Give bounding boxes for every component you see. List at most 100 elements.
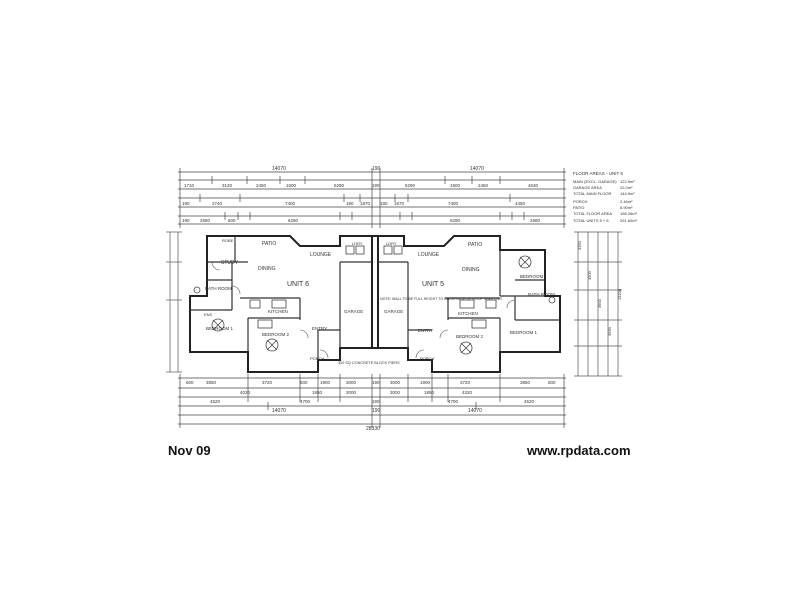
bottom-dim-overall: 28330 xyxy=(366,426,380,432)
room-patio-right: PATIO xyxy=(468,242,482,248)
room-porch-right: PORCH xyxy=(420,356,435,361)
room-bedroom1-left: BEDROOM 1 xyxy=(206,326,234,331)
room-laundry-right: LDRY xyxy=(386,241,397,246)
right-side-dimension-labels: 3350 4500 3900 3560 13200 xyxy=(577,240,622,336)
top-dim-c3: 600 xyxy=(228,218,236,223)
bottom-dim-total-right: 14070 xyxy=(468,408,482,414)
piers-note: 300 SQ CONCRETE BLOCK PIERS xyxy=(338,361,400,365)
room-bedroom2-right: BEDROOM 2 xyxy=(456,334,484,339)
areas-main-val: 122.9m² xyxy=(620,179,635,184)
bottom-dim-a18: 600 xyxy=(548,380,556,385)
areas-total-main-val: 144.9m² xyxy=(620,191,635,196)
room-robe: ROBE xyxy=(222,238,234,243)
bottom-dim-b8: 1850 xyxy=(424,390,435,395)
building-outline xyxy=(189,235,561,373)
bottom-dim-b2: 4020 xyxy=(240,390,251,395)
top-dim-c2: 2680 xyxy=(200,218,211,223)
room-kitchen-right: KITCHEN xyxy=(458,311,478,316)
top-dim-c12: 2680 xyxy=(530,218,541,223)
right-side-dimension-lines xyxy=(574,231,622,377)
areas-main: MAIN (EXCL. GARAGE) xyxy=(573,179,617,184)
door-swings xyxy=(211,261,516,359)
room-patio-left: PATIO xyxy=(262,241,276,247)
right-dim-2: 4500 xyxy=(587,270,592,280)
areas-total-main: TOTAL MAIN FLOOR xyxy=(573,191,611,196)
top-dim-party: 190 xyxy=(372,166,381,172)
areas-patio: PATIO xyxy=(573,205,584,210)
bottom-dim-b4: 1850 xyxy=(312,390,323,395)
top-dim-b8: 7400 xyxy=(448,201,459,206)
floor-area-table: FLOOR AREAS - UNIT 6 MAIN (EXCL. GARAGE)… xyxy=(573,171,638,223)
bottom-dim-a15: 3720 xyxy=(460,380,471,385)
room-dining-right: DINING xyxy=(462,267,480,273)
top-dim-half-right: 14070 xyxy=(470,166,484,172)
areas-total-floor: TOTAL FLOOR AREA xyxy=(573,211,612,216)
room-unit-6: UNIT 6 xyxy=(287,281,309,288)
room-lounge-right: LOUNGE xyxy=(418,252,440,258)
areas-total-floor-val: 156.26m² xyxy=(620,211,638,216)
areas-porch-val: 2.46m² xyxy=(620,199,633,204)
bottom-dim-c1: 4520 xyxy=(210,399,221,404)
top-dim-b4: 190 xyxy=(346,201,354,206)
top-dim-b5: 1870 xyxy=(360,201,371,206)
interior-walls xyxy=(190,236,560,360)
room-garage-right: GARAGE xyxy=(384,309,403,314)
top-dim-half-left: 14070 xyxy=(272,166,286,172)
right-dim-1: 3350 xyxy=(577,240,582,250)
top-dim-b2: 2740 xyxy=(212,201,223,206)
bottom-dim-a10: 190 xyxy=(372,380,380,385)
room-bath-right: BATH ROOM xyxy=(528,292,555,297)
top-dim-a9: 2450 xyxy=(478,183,489,188)
room-lounge-left: LOUNGE xyxy=(310,252,332,258)
right-dim-3: 3900 xyxy=(597,298,602,308)
top-dim-b7: 1870 xyxy=(394,201,405,206)
room-study: STUDY xyxy=(221,260,239,266)
top-dim-c9: 6290 xyxy=(450,218,461,223)
room-porch-left: PORCH xyxy=(310,356,325,361)
top-dim-b3: 7400 xyxy=(285,201,296,206)
bottom-dim-a7: 1900 xyxy=(320,380,331,385)
room-bedroom2-left: BEDROOM 2 xyxy=(262,332,290,337)
bottom-dim-a4: 3720 xyxy=(262,380,273,385)
bottom-dim-a11: 3000 xyxy=(390,380,401,385)
fixtures xyxy=(193,245,556,355)
bottom-dim-a5: 500 xyxy=(300,380,308,385)
bottom-dim-total-left: 14070 xyxy=(272,408,286,414)
right-dim-4: 3560 xyxy=(607,326,612,336)
areas-heading: FLOOR AREAS - UNIT 6 xyxy=(573,171,623,176)
left-side-dimension-lines xyxy=(166,231,182,373)
room-bedroom1-right: BEDROOM 1 xyxy=(510,330,538,335)
top-dim-b6: 190 xyxy=(380,201,388,206)
bottom-dim-b7: 3000 xyxy=(390,390,401,395)
room-laundry-left: LDRY xyxy=(352,241,363,246)
top-dim-c5: 6290 xyxy=(288,218,299,223)
room-garage-left: GARAGE xyxy=(344,309,363,314)
room-ensuite: ENS xyxy=(204,312,213,317)
top-dim-c1: 190 xyxy=(182,218,190,223)
top-dim-a5: 5290 xyxy=(334,183,345,188)
bottom-dimension-labels: 600 3850 3720 500 1900 3000 190 3000 190… xyxy=(186,380,556,432)
top-dim-a8: 1500 xyxy=(450,183,461,188)
footer-website: www.rpdata.com xyxy=(527,443,631,458)
bottom-dim-c2: 4700 xyxy=(300,399,311,404)
areas-garage-val: 22.0m² xyxy=(620,185,633,190)
bottom-dim-c4: 4700 xyxy=(448,399,459,404)
top-dim-a10: 4630 xyxy=(528,183,539,188)
room-entry-left: ENTRY xyxy=(312,326,327,331)
areas-patio-val: 8.90m² xyxy=(620,205,633,210)
bottom-dimension-lines xyxy=(178,374,566,428)
bottom-dim-c5: 4520 xyxy=(524,399,535,404)
room-unit-5: UNIT 5 xyxy=(422,281,444,288)
right-dim-total: 13200 xyxy=(617,288,622,300)
bottom-dim-c3: 190 xyxy=(372,399,380,404)
bottom-dim-a2: 3850 xyxy=(206,380,217,385)
room-dining-left: DINING xyxy=(258,266,276,272)
room-entry-right: ENTRY xyxy=(418,328,433,333)
party-wall-note: NOTE: WALL TO BE FULL HEIGHT TO UNDERSID… xyxy=(380,297,502,301)
top-dim-a4: 1500 xyxy=(286,183,297,188)
bottom-dim-total-party: 190 xyxy=(372,408,381,414)
top-dim-a7: 5290 xyxy=(405,183,416,188)
top-dimension-lines: 14070 190 14070 1710 3120 2450 1500 5290… xyxy=(178,166,566,228)
top-dim-b9: 4450 xyxy=(515,201,526,206)
